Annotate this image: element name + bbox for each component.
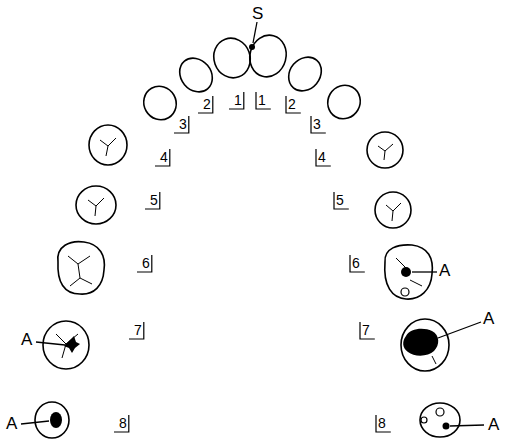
tooth-number: 7 <box>362 323 370 337</box>
marker-letter: A <box>483 310 494 327</box>
tooth-number: 2 <box>288 97 296 111</box>
palmer-bracket <box>286 96 301 113</box>
tooth-outlines <box>35 31 460 438</box>
tooth-number: 3 <box>179 117 187 131</box>
tooth-number: 1 <box>258 93 266 107</box>
palmer-bracket <box>137 255 152 272</box>
tooth-number: 8 <box>119 416 127 430</box>
palmer-bracket <box>360 322 375 339</box>
palmer-bracket <box>114 415 129 432</box>
tooth-number: 3 <box>313 117 321 131</box>
palmer-bracket <box>155 149 170 166</box>
tooth-number: 1 <box>234 93 242 107</box>
marker-letter: A <box>21 331 32 348</box>
tooth-number: 6 <box>352 256 360 270</box>
palmer-bracket <box>350 255 365 272</box>
fissure-lines <box>56 138 436 364</box>
tooth-number: 6 <box>142 256 150 270</box>
palmer-bracket <box>334 192 349 209</box>
palmer-bracket <box>145 192 160 209</box>
palmer-bracket <box>129 322 144 339</box>
restoration-marks <box>401 288 444 423</box>
tooth-number: 4 <box>318 150 326 164</box>
palmer-bracket <box>256 92 271 109</box>
palmer-bracket <box>229 92 244 109</box>
tooth-number: 2 <box>203 97 211 111</box>
palmer-bracket <box>174 116 189 133</box>
marker-letter: A <box>439 262 450 279</box>
tooth-number: 8 <box>378 416 386 430</box>
palmer-bracket <box>376 415 391 432</box>
marker-letter: S <box>252 5 263 22</box>
tooth-number: 4 <box>160 150 168 164</box>
caries-marks <box>50 44 450 430</box>
marker-letter: A <box>488 416 499 433</box>
tooth-number: 5 <box>150 193 158 207</box>
palmer-bracket <box>316 149 331 166</box>
marker-letter: A <box>6 415 17 432</box>
palmer-bracket <box>311 116 326 133</box>
leader-lines <box>21 22 484 426</box>
tooth-number: 5 <box>336 193 344 207</box>
palmer-bracket <box>198 96 213 113</box>
tooth-number: 7 <box>134 323 142 337</box>
